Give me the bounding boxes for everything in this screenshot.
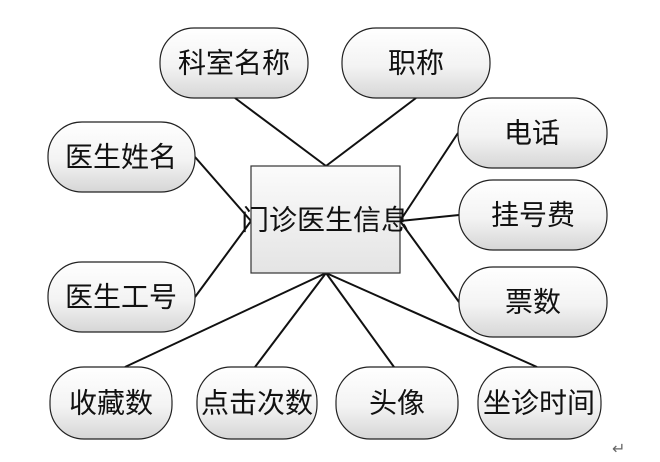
attr-avatar-shape bbox=[335, 366, 459, 440]
entity-shape bbox=[250, 165, 401, 274]
attr-avatar-label: 头像 bbox=[369, 387, 425, 420]
attr-clicks-shape bbox=[196, 366, 318, 440]
attr-doctor-name-shape bbox=[47, 121, 196, 193]
attr-title: 职称 bbox=[341, 27, 491, 99]
connector-phone bbox=[399, 132, 459, 222]
attr-doctor-id-label: 医生工号 bbox=[65, 281, 177, 314]
entity-outpatient-doctor: 门诊医生信息 bbox=[241, 165, 409, 274]
attr-department-name-label: 科室名称 bbox=[178, 47, 290, 80]
attr-title-label: 职称 bbox=[388, 47, 444, 80]
paragraph-return-mark: ↵ bbox=[612, 439, 625, 458]
attr-ticket-count: 票数 bbox=[458, 266, 608, 338]
attr-clinic-time: 坐诊时间 bbox=[477, 366, 602, 440]
attr-doctor-id-shape bbox=[47, 261, 196, 333]
attr-clicks-label: 点击次数 bbox=[201, 387, 313, 420]
entity-label: 门诊医生信息 bbox=[241, 204, 409, 237]
attr-ticket-count-label: 票数 bbox=[505, 286, 561, 319]
attr-phone-shape bbox=[457, 97, 608, 169]
attr-avatar: 头像 bbox=[335, 366, 459, 440]
connector-lines bbox=[124, 97, 538, 368]
connector-title bbox=[325, 97, 417, 167]
attr-registration-fee-label: 挂号费 bbox=[491, 199, 575, 232]
connector-avatar bbox=[325, 272, 395, 368]
attr-clinic-time-shape bbox=[477, 366, 602, 440]
attr-phone: 电话 bbox=[457, 97, 608, 169]
attr-favorites: 收藏数 bbox=[49, 366, 173, 440]
connector-ticket-count bbox=[399, 220, 460, 303]
attr-clicks: 点击次数 bbox=[196, 366, 318, 440]
connector-favorites bbox=[124, 272, 327, 368]
attr-title-shape bbox=[341, 27, 491, 99]
attr-registration-fee: 挂号费 bbox=[458, 179, 608, 251]
attr-doctor-name: 医生姓名 bbox=[47, 121, 196, 193]
attr-clinic-time-label: 坐诊时间 bbox=[483, 387, 595, 420]
connector-department-name bbox=[234, 97, 327, 167]
attr-registration-fee-shape bbox=[458, 179, 608, 251]
connector-registration-fee bbox=[399, 214, 460, 222]
attr-doctor-name-label: 医生姓名 bbox=[65, 141, 177, 174]
attr-favorites-shape bbox=[49, 366, 173, 440]
attr-favorites-label: 收藏数 bbox=[69, 387, 153, 420]
attr-doctor-id: 医生工号 bbox=[47, 261, 196, 333]
connector-clicks bbox=[254, 272, 327, 368]
attr-phone-label: 电话 bbox=[504, 117, 560, 150]
connector-doctor-name bbox=[194, 156, 252, 222]
attr-department-name: 科室名称 bbox=[159, 27, 309, 99]
attr-department-name-shape bbox=[159, 27, 309, 99]
connector-doctor-id bbox=[194, 220, 252, 298]
connector-clinic-time bbox=[325, 272, 538, 368]
attr-ticket-count-shape bbox=[458, 266, 608, 338]
